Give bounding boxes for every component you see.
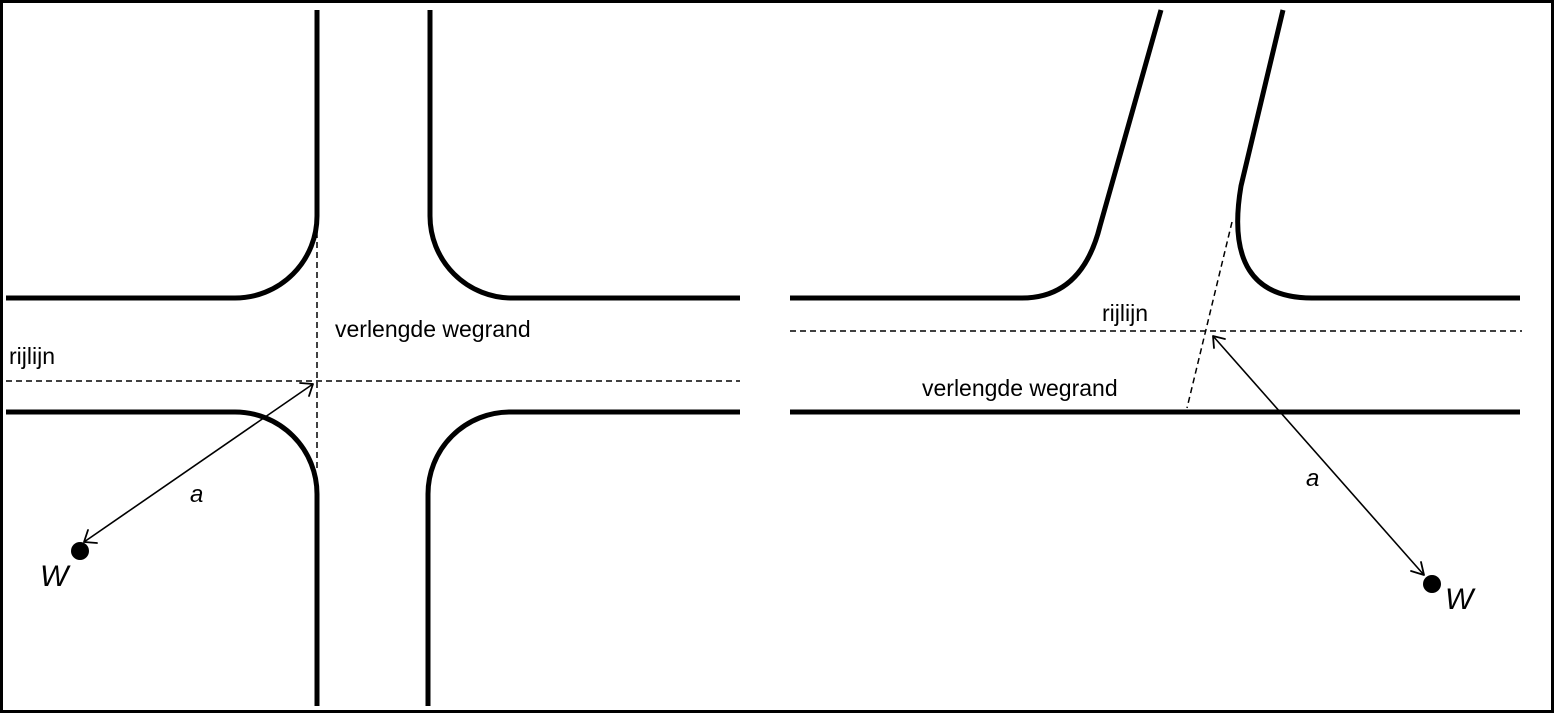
right-label-rijlijn: rijlijn [1102,300,1148,326]
left-distance-a-line [83,383,314,543]
right-label-point-w: W [1445,583,1476,616]
left-road-edge-top-right [427,10,740,301]
right-road-edge-top-left [790,9,1164,301]
right-figure: rijlijn verlengde wegrand a W [790,9,1522,616]
left-road-edge-bottom-left [6,409,320,706]
left-label-point-w: W [40,560,71,593]
left-arrowhead-end [299,382,314,397]
right-label-verlengde-wegrand: verlengde wegrand [922,375,1118,401]
left-figure: rijlijn verlengde wegrand a W [6,10,740,706]
right-distance-a-line [1212,335,1425,576]
right-label-distance-a: a [1306,465,1319,492]
right-extended-road-edge-line [1186,221,1233,409]
right-arrowhead-end [1212,335,1226,349]
right-arrowhead-start [1410,561,1425,576]
left-point-w [71,542,89,560]
left-label-rijlijn: rijlijn [9,343,55,369]
left-label-verlengde-wegrand: verlengde wegrand [335,316,531,342]
right-road-edge-top-right [1235,9,1520,301]
left-label-distance-a: a [190,481,203,508]
left-arrowhead-start [83,529,98,544]
left-road-edge-bottom-right [425,409,740,706]
right-point-w [1423,575,1441,593]
left-road-edge-top-left [6,10,320,301]
